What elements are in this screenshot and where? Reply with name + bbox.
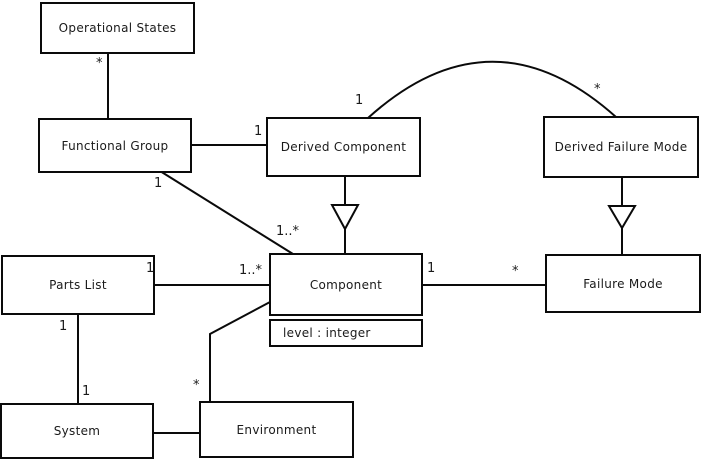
class-name-failure-mode: Failure Mode	[583, 276, 663, 291]
edge-component-environment	[209, 301, 271, 402]
multiplicity-parts-list-component-many: 1..*	[239, 263, 263, 278]
class-name-functional-group: Functional Group	[61, 138, 169, 153]
generalization-arrow-failure-mode	[607, 205, 637, 230]
class-box-component: Component	[269, 253, 423, 316]
attribute-level-integer: level : integer	[283, 326, 371, 340]
class-box-parts-list: Parts List	[1, 255, 155, 315]
class-attributes-component: level : integer	[269, 319, 423, 347]
multiplicity-environment-star: *	[193, 378, 200, 393]
class-box-operational-states: Operational States	[40, 2, 195, 54]
class-name-system: System	[53, 424, 101, 438]
multiplicity-parts-list-one: 1	[146, 261, 155, 276]
generalization-arrow-component	[330, 204, 360, 232]
multiplicity-parts-list-system-bottom: 1	[82, 384, 91, 399]
class-name-parts-list: Parts List	[49, 278, 107, 292]
class-name-component: Component	[309, 277, 383, 292]
multiplicity-derived-component-one: 1	[254, 124, 263, 139]
class-box-functional-group: Functional Group	[38, 118, 192, 173]
class-name-operational-states: Operational States	[58, 21, 177, 35]
multiplicity-arc-one: 1	[355, 93, 364, 108]
class-box-failure-mode: Failure Mode	[545, 254, 701, 313]
class-box-system: System	[0, 403, 154, 459]
multiplicity-component-one: 1	[427, 261, 436, 276]
class-box-derived-component: Derived Component	[266, 117, 421, 177]
class-box-environment: Environment	[199, 401, 354, 458]
class-name-derived-component: Derived Component	[280, 140, 407, 154]
multiplicity-parts-list-system-top: 1	[59, 319, 68, 334]
class-name-environment: Environment	[236, 422, 317, 437]
multiplicity-failure-mode-star: *	[512, 264, 519, 279]
multiplicity-functional-group-one: 1	[154, 176, 163, 191]
class-name-derived-failure-mode: Derived Failure Mode	[554, 140, 688, 154]
multiplicity-functional-group-component-many: 1..*	[276, 224, 300, 239]
edge-functional-group-component	[159, 170, 294, 255]
multiplicity-arc-star: *	[594, 82, 601, 97]
edge-arc-derived-component-derived-failure-mode	[367, 60, 617, 119]
class-box-derived-failure-mode: Derived Failure Mode	[543, 116, 699, 178]
multiplicity-operational-states-star: *	[96, 56, 103, 71]
